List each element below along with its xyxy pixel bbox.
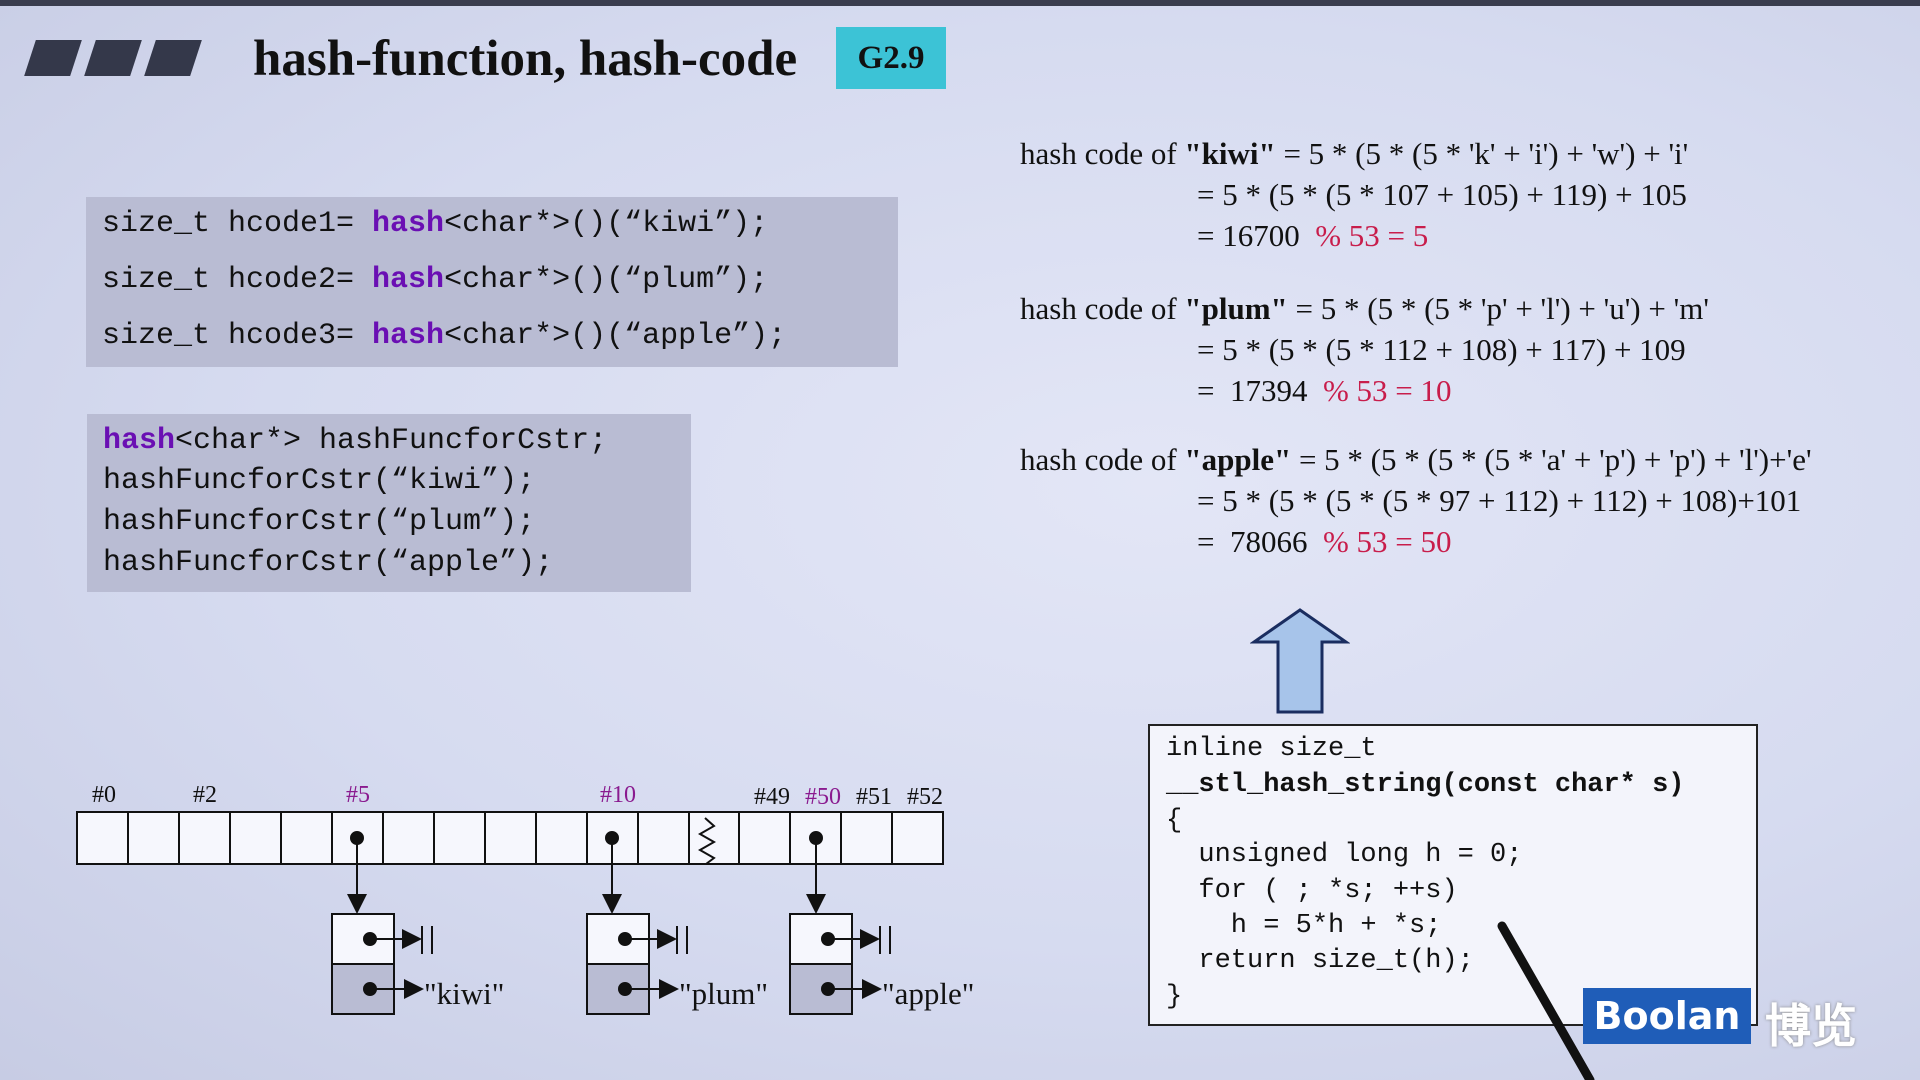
- fn-line-8: }: [1166, 982, 1183, 1012]
- fn-line-1: inline size_t: [1166, 734, 1377, 764]
- code-block-hash-calls: size_t hcode1= hash<char*>()(“kiwi”); si…: [86, 197, 898, 367]
- formula-plum-line1: hash code of "plum" = 5 * (5 * (5 * 'p' …: [1020, 291, 1709, 326]
- formula-kiwi-line1: hash code of "kiwi" = 5 * (5 * (5 * 'k' …: [1020, 136, 1689, 171]
- stl-hash-string-function: inline size_t __stl_hash_string(const ch…: [1148, 724, 1758, 1026]
- formula-apple-line3: = 78066 % 53 = 50: [1197, 524, 1452, 559]
- functor-call-3: hashFuncforCstr(“apple”);: [103, 546, 554, 580]
- boolan-logo: Boolan: [1583, 988, 1751, 1044]
- boolan-cn-logo: 博览: [1765, 999, 1857, 1053]
- string-kiwi: "kiwi": [424, 976, 505, 1011]
- formula-kiwi-line3: = 16700 % 53 = 5: [1197, 218, 1429, 253]
- bucket-label-49: #49: [754, 784, 790, 810]
- bucket-label-5: #5: [346, 782, 370, 808]
- formula-plum-line3: = 17394 % 53 = 10: [1197, 373, 1452, 408]
- code-line-1: size_t hcode1= hash<char*>()(“kiwi”);: [102, 207, 769, 241]
- fn-line-5: for ( ; *s; ++s): [1166, 876, 1458, 906]
- functor-call-2: hashFuncforCstr(“plum”);: [103, 505, 536, 539]
- slide-badge: G2.9: [836, 27, 946, 89]
- fn-line-2: __stl_hash_string(const char* s): [1166, 770, 1685, 800]
- up-arrow-icon: [1250, 608, 1350, 714]
- fn-line-7: return size_t(h);: [1166, 946, 1474, 976]
- string-apple: "apple": [882, 976, 975, 1011]
- functor-call-1: hashFuncforCstr(“kiwi”);: [103, 464, 536, 498]
- fn-line-6: h = 5*h + *s;: [1166, 911, 1442, 941]
- formula-apple-line2: = 5 * (5 * (5 * (5 * 97 + 112) + 112) + …: [1197, 483, 1802, 518]
- bucket-label-10: #10: [600, 782, 636, 808]
- bucket-label-50: #50: [805, 784, 841, 810]
- functor-decl-line: hash<char*> hashFuncforCstr;: [103, 424, 608, 458]
- formula-apple-line1: hash code of "apple" = 5 * (5 * (5 * (5 …: [1020, 442, 1812, 477]
- slide-title: hash-function, hash-code: [253, 31, 798, 87]
- formula-plum-line2: = 5 * (5 * (5 * 112 + 108) + 117) + 109: [1197, 332, 1686, 367]
- bucket-label-0: #0: [92, 782, 116, 808]
- code-line-2: size_t hcode2= hash<char*>()(“plum”);: [102, 263, 769, 297]
- code-block-hash-functor: hash<char*> hashFuncforCstr; hashFuncfor…: [87, 414, 691, 592]
- code-line-3: size_t hcode3= hash<char*>()(“apple”);: [102, 319, 787, 353]
- bucket-label-2: #2: [193, 782, 217, 808]
- top-border: [0, 0, 1920, 6]
- fn-line-4: unsigned long h = 0;: [1166, 840, 1523, 870]
- formula-kiwi-line2: = 5 * (5 * (5 * 107 + 105) + 119) + 105: [1197, 177, 1687, 212]
- fn-line-3: {: [1166, 806, 1183, 836]
- string-plum: "plum": [679, 976, 769, 1011]
- bucket-label-52: #52: [907, 784, 943, 810]
- bucket-label-51: #51: [856, 784, 892, 810]
